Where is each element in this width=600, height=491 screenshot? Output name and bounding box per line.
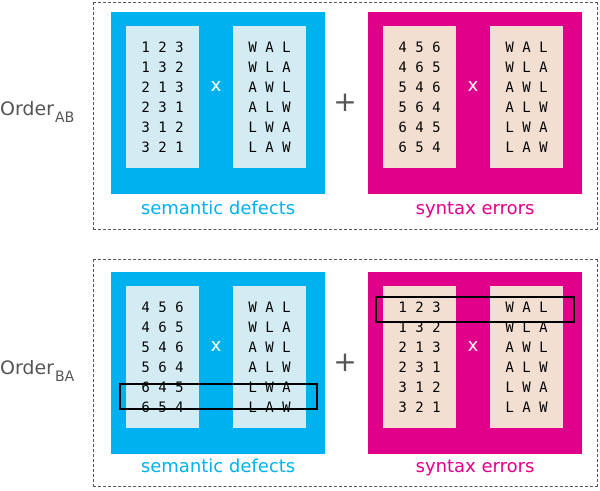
perm-row: 1 2 3 bbox=[141, 40, 184, 56]
perm-row: 6 4 5 bbox=[398, 120, 441, 136]
order-ab-subscript: AB bbox=[55, 110, 75, 126]
word-row: A W L bbox=[505, 80, 548, 96]
word-row: W L A bbox=[248, 60, 291, 76]
perm-row: 2 3 1 bbox=[398, 360, 441, 376]
word-row: A W L bbox=[248, 340, 291, 356]
word-row: A L W bbox=[505, 100, 548, 116]
word-row: A L W bbox=[505, 360, 548, 376]
perm-row: 3 1 2 bbox=[398, 380, 441, 396]
word-row: A W L bbox=[248, 80, 291, 96]
perm-row: 5 4 6 bbox=[141, 340, 184, 356]
order-ba-semantic-permutations: 4 5 6 4 6 5 5 4 6 5 6 4 6 4 5 6 5 4 bbox=[126, 286, 199, 428]
order-ab-label-text: Order bbox=[0, 98, 54, 120]
order-ab-frame bbox=[93, 2, 598, 230]
order-ab-semantic-caption: semantic defects bbox=[140, 198, 296, 219]
word-row: W A L bbox=[505, 40, 548, 56]
plus-sign: + bbox=[333, 345, 357, 378]
perm-row: 6 5 4 bbox=[398, 140, 441, 156]
order-ba-syntax-words: W A L W L A A W L A L W L W A L A W bbox=[490, 286, 563, 428]
order-ba-semantic-caption: semantic defects bbox=[140, 456, 296, 477]
word-row: W A L bbox=[505, 300, 548, 316]
order-ba-subscript: BA bbox=[55, 369, 75, 385]
times-symbol: x bbox=[467, 75, 479, 96]
order-ab-semantic-words: W A L W L A A W L A L W L W A L A W bbox=[233, 26, 306, 168]
perm-row: 4 5 6 bbox=[398, 40, 441, 56]
word-row: W L A bbox=[505, 320, 548, 336]
order-ab-syntax-words: W A L W L A A W L A L W L W A L A W bbox=[490, 26, 563, 168]
word-row: A L W bbox=[248, 360, 291, 376]
order-ba-syntax-permutations: 1 2 3 1 3 2 2 1 3 2 3 1 3 1 2 3 2 1 bbox=[383, 286, 456, 428]
perm-row: 5 4 6 bbox=[398, 80, 441, 96]
perm-row: 3 2 1 bbox=[398, 400, 441, 416]
perm-row: 4 6 5 bbox=[141, 320, 184, 336]
word-row: W L A bbox=[248, 320, 291, 336]
word-row: L A W bbox=[248, 400, 291, 416]
word-row: W A L bbox=[248, 40, 291, 56]
perm-row: 3 2 1 bbox=[141, 140, 184, 156]
word-row: W A L bbox=[248, 300, 291, 316]
order-ab-label: OrderAB bbox=[0, 98, 92, 126]
perm-row: 5 6 4 bbox=[141, 360, 184, 376]
perm-row: 4 6 5 bbox=[398, 60, 441, 76]
order-ba-syntax-caption: syntax errors bbox=[415, 456, 535, 477]
perm-row: 1 3 2 bbox=[398, 320, 441, 336]
times-symbol: x bbox=[210, 335, 222, 356]
order-ba-semantic-block: 4 5 6 4 6 5 5 4 6 5 6 4 6 4 5 6 5 4 x W … bbox=[111, 272, 325, 477]
order-ab-syntax-block: 4 5 6 4 6 5 5 4 6 5 6 4 6 4 5 6 5 4 x W … bbox=[368, 12, 582, 219]
word-row: L W A bbox=[248, 120, 291, 136]
perm-row: 6 4 5 bbox=[141, 380, 184, 396]
perm-row: 4 5 6 bbox=[141, 300, 184, 316]
word-row: L W A bbox=[248, 380, 291, 396]
perm-row: 2 1 3 bbox=[398, 340, 441, 356]
word-row: A L W bbox=[248, 100, 291, 116]
times-symbol: x bbox=[467, 335, 479, 356]
order-ba-syntax-block: 1 2 3 1 3 2 2 1 3 2 3 1 3 1 2 3 2 1 x W … bbox=[368, 272, 582, 477]
order-ba-label-text: Order bbox=[0, 357, 54, 379]
perm-row: 1 2 3 bbox=[398, 300, 441, 316]
word-row: L W A bbox=[505, 380, 548, 396]
plus-sign: + bbox=[333, 85, 357, 118]
word-row: L W A bbox=[505, 120, 548, 136]
word-row: L A W bbox=[248, 140, 291, 156]
word-row: A W L bbox=[505, 340, 548, 356]
word-row: W L A bbox=[505, 60, 548, 76]
perm-row: 6 5 4 bbox=[141, 400, 184, 416]
word-row: L A W bbox=[505, 400, 548, 416]
perm-row: 3 1 2 bbox=[141, 120, 184, 136]
order-ab-syntax-permutations: 4 5 6 4 6 5 5 4 6 5 6 4 6 4 5 6 5 4 bbox=[383, 26, 456, 168]
word-row: L A W bbox=[505, 140, 548, 156]
order-ab-syntax-caption: syntax errors bbox=[415, 198, 535, 219]
order-ba-semantic-words: W A L W L A A W L A L W L W A L A W bbox=[233, 286, 306, 428]
order-ab-semantic-permutations: 1 2 3 1 3 2 2 1 3 2 3 1 3 1 2 3 2 1 bbox=[126, 26, 199, 168]
order-ba-label: OrderBA bbox=[0, 357, 92, 385]
perm-row: 2 3 1 bbox=[141, 100, 184, 116]
perm-row: 2 1 3 bbox=[141, 80, 184, 96]
order-ab-semantic-block: 1 2 3 1 3 2 2 1 3 2 3 1 3 1 2 3 2 1 x W … bbox=[111, 12, 325, 219]
order-ba-frame bbox=[93, 259, 598, 487]
perm-row: 5 6 4 bbox=[398, 100, 441, 116]
perm-row: 1 3 2 bbox=[141, 60, 184, 76]
times-symbol: x bbox=[210, 75, 222, 96]
